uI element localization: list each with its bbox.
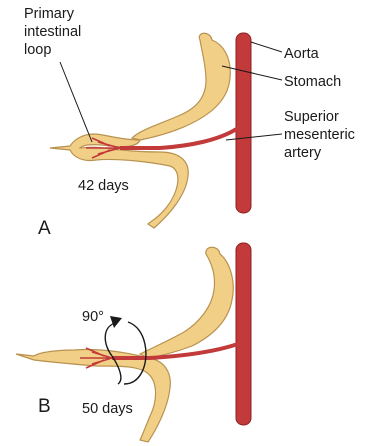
label-primary-loop-3: loop: [24, 42, 51, 58]
label-sma-1: Superior: [284, 109, 339, 125]
panel-a: Primary intestinal loop Aorta Stomach Su…: [24, 6, 355, 239]
aorta-a: [236, 33, 251, 213]
label-sma-3: artery: [284, 145, 322, 161]
leader-sma: [226, 134, 282, 140]
label-sma-2: mesenteric: [284, 127, 355, 143]
label-aorta: Aorta: [284, 46, 320, 62]
label-primary-loop-1: Primary: [24, 6, 75, 22]
leader-primary-loop: [60, 62, 92, 142]
panel-b: 90° 50 days B: [16, 243, 251, 442]
leader-stomach: [222, 66, 282, 80]
aorta-b: [236, 243, 251, 425]
label-stomach: Stomach: [284, 74, 341, 90]
label-primary-loop-2: intestinal: [24, 24, 81, 40]
stomach-a: [132, 33, 230, 140]
stomach-b: [140, 247, 233, 358]
leader-aorta: [251, 42, 282, 52]
panel-letter-b: B: [38, 396, 51, 417]
label-age-b: 50 days: [82, 401, 133, 417]
label-age-a: 42 days: [78, 178, 129, 194]
rotation-arrowhead: [110, 316, 122, 328]
panel-letter-a: A: [38, 218, 51, 239]
label-rotation: 90°: [82, 309, 104, 325]
